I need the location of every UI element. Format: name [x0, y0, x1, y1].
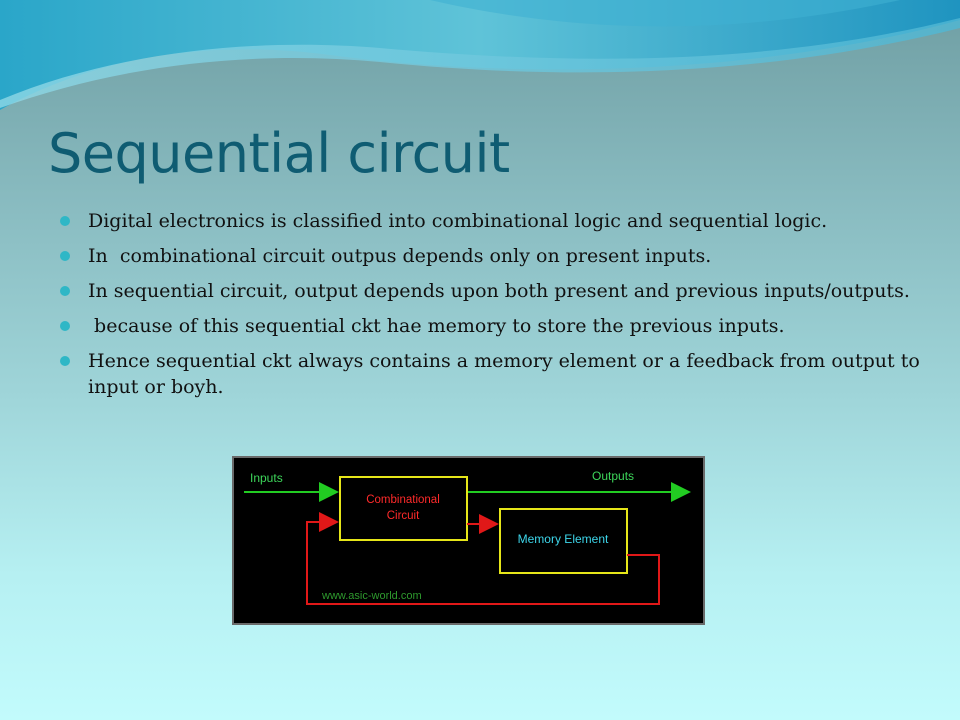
bullet-item: In combinational circuit outpus depends … [60, 243, 930, 269]
bullet-dot-icon [60, 286, 70, 296]
bullet-dot-icon [60, 216, 70, 226]
bullet-text: In combinational circuit outpus depends … [88, 245, 712, 267]
bullet-text: Hence sequential ckt always contains a m… [88, 350, 920, 398]
outputs-label: Outputs [592, 469, 634, 483]
sequential-circuit-diagram: Inputs Outputs Combinational Circuit Mem… [232, 456, 705, 625]
circuit-label: Circuit [387, 510, 420, 522]
inputs-label: Inputs [250, 471, 283, 485]
combinational-label: Combinational [366, 494, 440, 506]
bullet-item: Hence sequential ckt always contains a m… [60, 348, 930, 400]
bullet-dot-icon [60, 356, 70, 366]
feedback-path [306, 512, 660, 605]
memory-element-box [499, 508, 628, 574]
bullet-dot-icon [60, 321, 70, 331]
memory-element-label: Memory Element [518, 532, 609, 546]
bullet-text: because of this sequential ckt hae memor… [88, 315, 785, 337]
bullet-item: because of this sequential ckt hae memor… [60, 313, 930, 339]
bullet-text: Digital electronics is classified into c… [88, 210, 828, 232]
bullet-dot-icon [60, 251, 70, 261]
bullet-text: In sequential circuit, output depends up… [88, 280, 910, 302]
combinational-circuit-box [339, 476, 468, 541]
bullet-item: In sequential circuit, output depends up… [60, 278, 930, 304]
credit-label: www.asic-world.com [321, 590, 422, 602]
bullet-list: Digital electronics is classified into c… [60, 208, 930, 409]
header-wave-decoration [0, 0, 960, 110]
bullet-item: Digital electronics is classified into c… [60, 208, 930, 234]
slide-title: Sequential circuit [48, 122, 510, 185]
